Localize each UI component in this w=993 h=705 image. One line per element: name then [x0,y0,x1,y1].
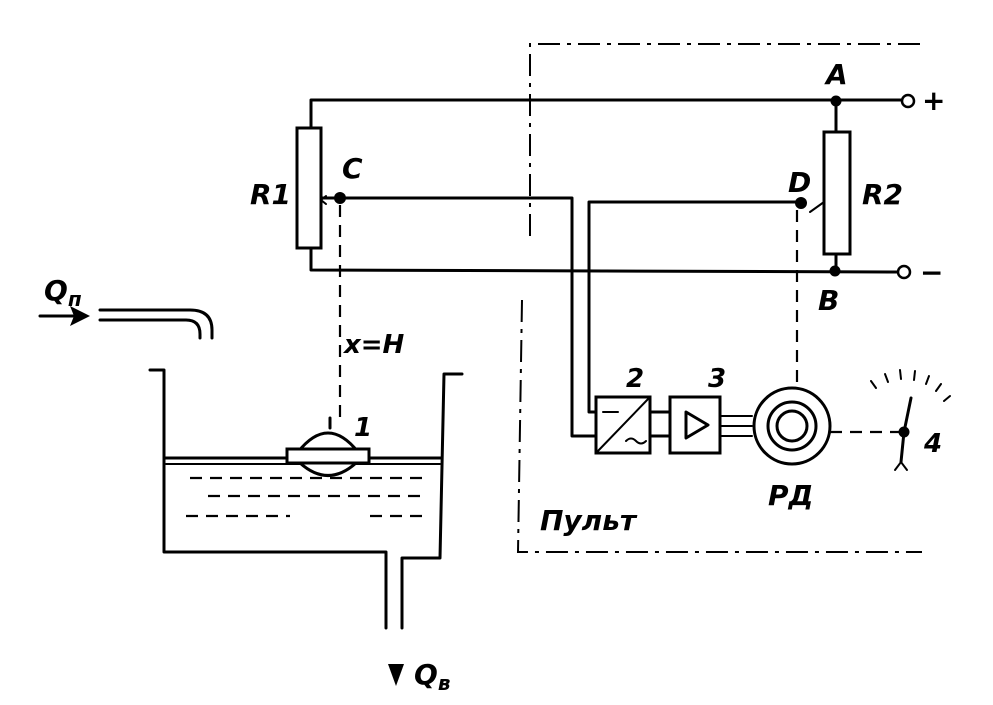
inflow-arrow-icon [70,306,90,326]
node-b [829,265,841,277]
label-b: B [818,284,839,317]
label-motor-rd: РД [768,479,813,512]
label-panel: Пульт [540,504,638,537]
outflow-arrow-icon [388,664,404,686]
label-r1: R1 [250,178,291,211]
converter-block-2 [594,395,652,455]
supply-rails [309,93,916,280]
label-r2: R2 [862,178,903,211]
label-amplifier-3: 3 [708,364,726,394]
label-plus: + [922,84,945,117]
label-a: A [824,58,848,91]
potentiometer-r2 [795,95,852,277]
reversible-motor-rd [752,386,832,466]
signal-wires [319,196,803,438]
link-2-3 [648,410,672,438]
label-indicator-4: 4 [923,429,942,459]
minus-terminal [896,264,912,280]
potentiometer-r1 [295,126,346,250]
link-3-motor [719,415,753,437]
label-minus: − [920,256,943,289]
node-a [830,95,842,107]
label-q-in: Qп [44,274,82,311]
amplifier-block-3 [668,395,722,455]
label-d: D [788,166,811,199]
label-q-out: Qв [414,658,450,695]
label-x-eq-h: x=H [342,330,405,360]
label-c: C [342,152,363,185]
plus-terminal [900,93,916,109]
label-float-1: 1 [354,413,372,443]
control-panel-boundary [516,43,922,553]
tank [148,368,464,630]
level-indicator-4 [870,369,951,471]
label-converter-2: 2 [626,364,644,394]
mechanical-links [338,205,900,434]
float-sensor-1 [285,416,371,477]
inflow-pipe [38,306,214,340]
